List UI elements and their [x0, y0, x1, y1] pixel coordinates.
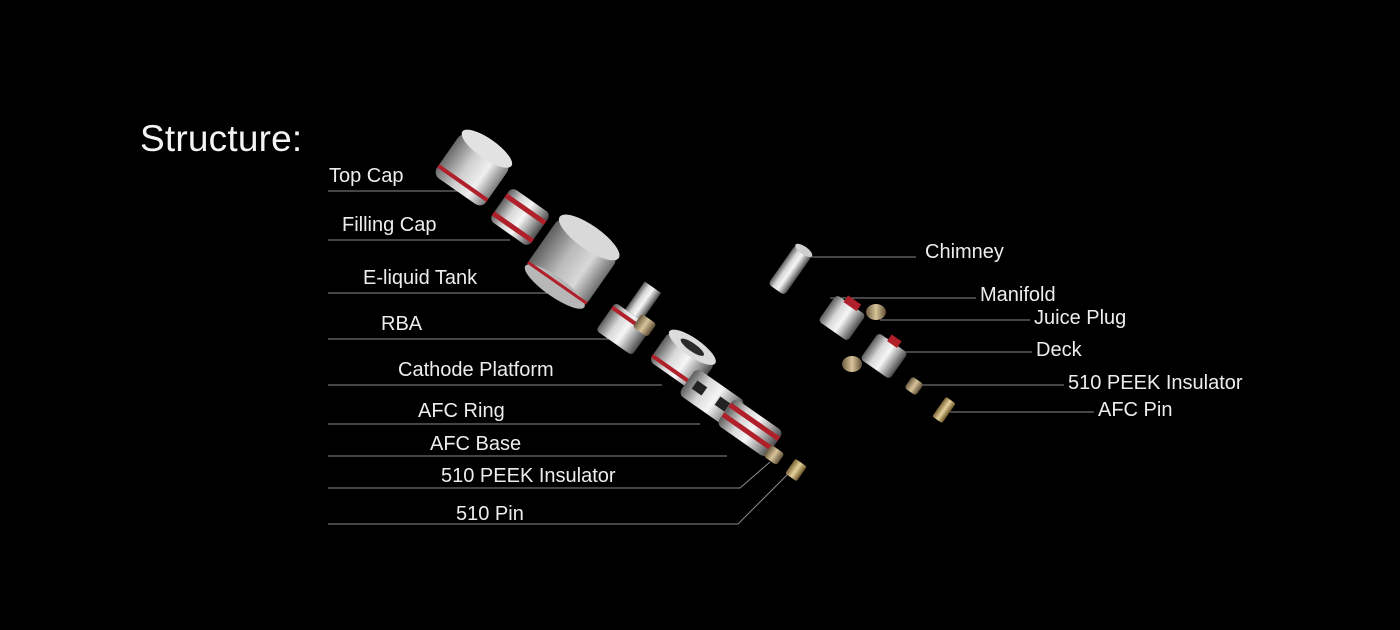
part-510-pin [785, 459, 807, 481]
label-filling-cap: Filling Cap [342, 214, 437, 236]
label-deck: Deck [1036, 339, 1082, 361]
leader-line-510-pin [328, 471, 791, 525]
label-afc-pin: AFC Pin [1098, 399, 1173, 421]
part-juice-plug [866, 304, 886, 320]
label-juice-plug: Juice Plug [1034, 307, 1127, 329]
label-e-liquid-tank: E-liquid Tank [363, 267, 478, 289]
part-chimney [769, 243, 813, 294]
label-510-peek-insulator: 510 PEEK Insulator [441, 465, 616, 487]
label-rba: RBA [381, 313, 423, 335]
label-top-cap: Top Cap [329, 165, 404, 187]
part-filling-cap [491, 189, 549, 245]
label-cathode-platform: Cathode Platform [398, 359, 554, 381]
part-juice-plug-2 [842, 356, 862, 372]
label-afc-base: AFC Base [430, 433, 522, 455]
part-afc-pin [932, 397, 956, 423]
label-510-peek-insulator-right: 510 PEEK Insulator [1068, 372, 1243, 394]
label-manifold: Manifold [980, 284, 1056, 306]
label-510-pin: 510 Pin [456, 503, 524, 525]
page-title: Structure: [140, 118, 303, 159]
part-510-peek-insulator-right [905, 377, 923, 395]
leader-line-510-peek-insulator [328, 461, 771, 489]
label-afc-ring: AFC Ring [418, 400, 505, 422]
part-e-liquid-tank [524, 214, 620, 309]
label-chimney: Chimney [925, 241, 1004, 263]
leader-lines-left [328, 190, 791, 525]
part-510-peek-insulator [764, 445, 784, 465]
part-rba [597, 281, 662, 354]
part-deck [861, 334, 907, 378]
part-manifold [819, 295, 865, 340]
leader-lines-right [800, 256, 1094, 413]
part-top-cap [435, 129, 513, 206]
part-afc-base [718, 400, 782, 456]
